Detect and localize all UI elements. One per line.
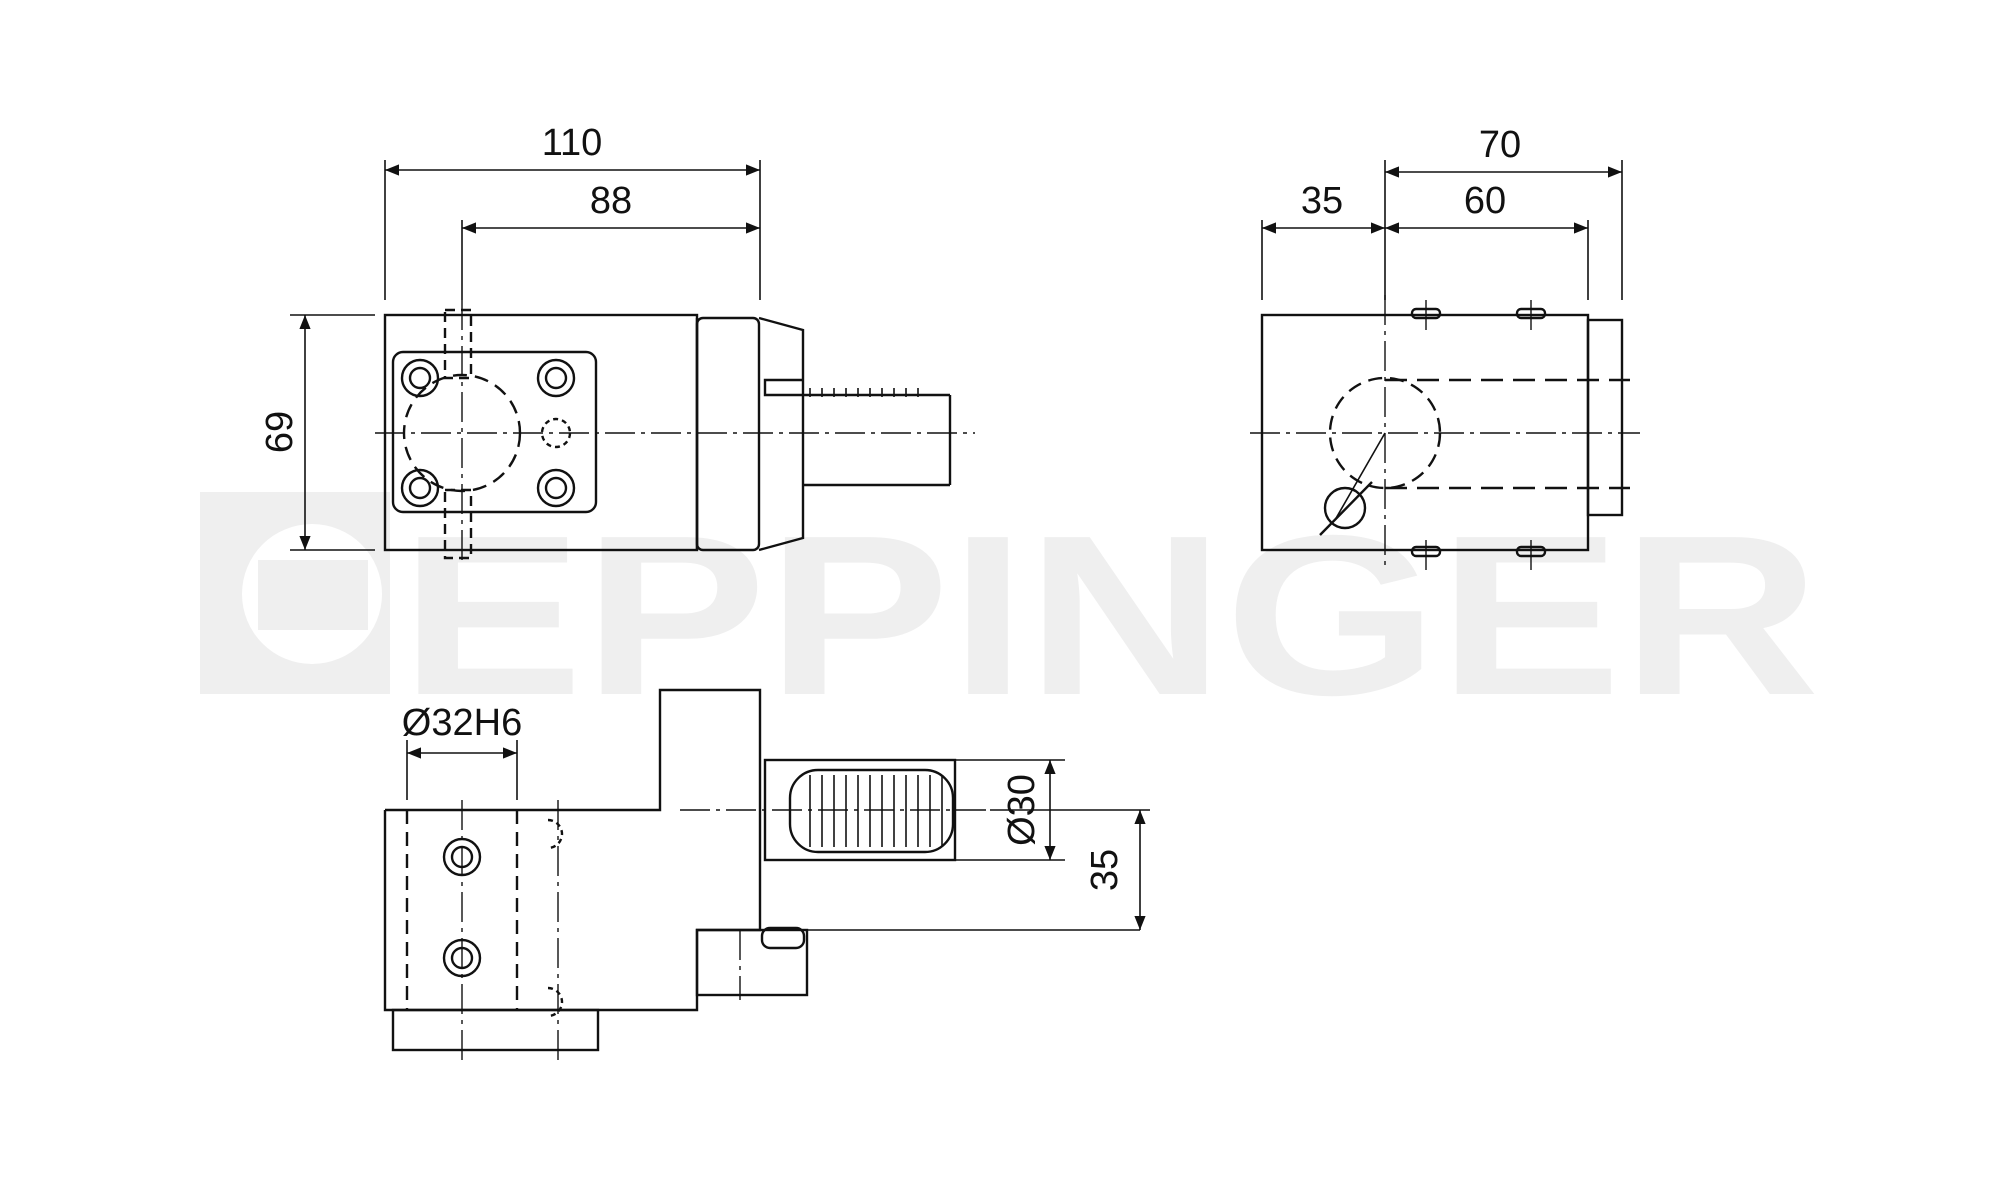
watermark-text: EPPINGER [400,489,1820,743]
front-view [375,300,975,565]
bolt-icon [400,358,576,508]
watermark: EPPINGER [200,489,1820,743]
dim-bore: Ø32H6 [402,702,522,744]
dim-to-axis: 88 [590,180,632,222]
side-view [1250,295,1640,570]
bottom-base-plate [391,1008,600,1052]
bottom-clamp-block [695,928,809,997]
bottom-view [383,688,1140,1060]
side-dimensions: 70 35 60 [1261,124,1623,300]
dim-side-body: 60 [1464,180,1506,222]
dim-height: 69 [259,411,301,453]
dim-side-total: 70 [1479,124,1521,166]
front-collar [758,316,805,552]
dim-center-height: 35 [1084,849,1126,891]
eppinger-logo-icon [200,492,390,694]
dim-overall-length: 110 [542,122,603,164]
dim-shank: Ø30 [1001,774,1043,846]
front-mount-plate [391,350,598,514]
front-dimensions: 110 88 69 [259,122,761,551]
dim-side-offset: 35 [1301,180,1343,222]
front-shank [763,378,803,397]
side-shank-stub [1586,318,1624,517]
bottom-dimensions: Ø32H6 Ø30 35 [402,702,1150,930]
diameter-mark-icon [1319,481,1373,536]
